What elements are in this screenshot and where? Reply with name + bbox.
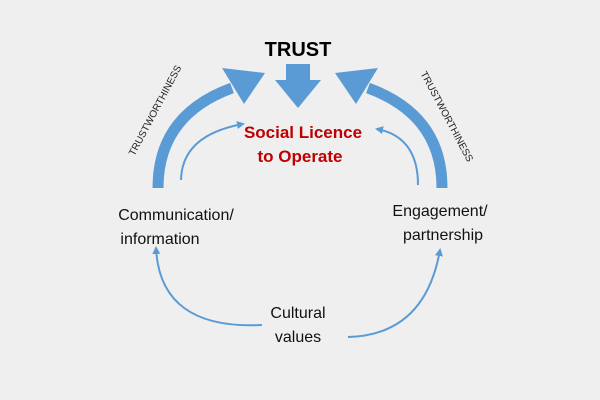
engagement-to-licence-arrow (375, 126, 419, 186)
social-licence-line1: Social Licence (244, 123, 362, 142)
engagement-line2: partnership (403, 227, 483, 244)
values-to-comm-arrow (152, 246, 263, 327)
communication-line2: information (120, 231, 199, 248)
engagement-line1: Engagement/ (392, 203, 488, 220)
communication-line1: Communication/ (118, 207, 234, 224)
down-arrow-icon (275, 64, 321, 108)
trust-label: TRUST (265, 39, 332, 61)
values-to-engagement-arrow (347, 248, 443, 338)
right-trustworthiness-arrow (335, 68, 448, 189)
left-trustworthiness-arrow (152, 68, 265, 189)
cultural-line2: values (275, 329, 321, 346)
social-licence-line2: to Operate (257, 147, 342, 166)
cultural-line1: Cultural (270, 305, 325, 322)
comm-to-licence-arrow (180, 121, 245, 181)
